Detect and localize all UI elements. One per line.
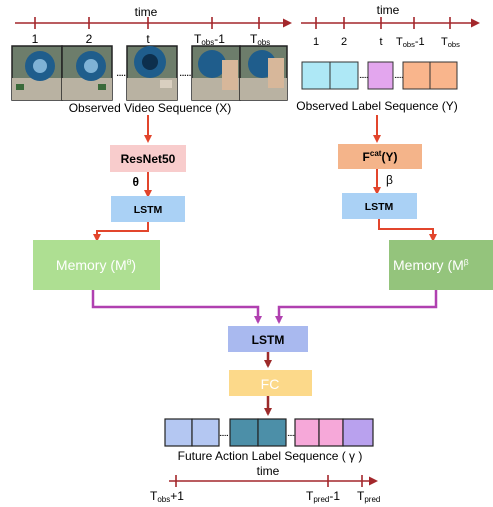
future-tobs-label: Tobs+1: [150, 489, 184, 504]
memory-right-label: Memory (Mβ: [393, 257, 469, 273]
right-timeline: time 1 2 t Tobs-1 Tobs: [301, 3, 480, 49]
fusion-lstm-box: [228, 326, 308, 352]
left-tick-label: t: [146, 32, 150, 46]
right-tobs-label: Tobs: [441, 36, 460, 49]
right-lstm-box: [342, 193, 417, 219]
fcat-label: Fcat(Y): [363, 149, 398, 164]
right-tobs-minus-label: Tobs-1: [396, 36, 425, 49]
right-lstm-label: LSTM: [365, 201, 394, 213]
resnet50-label: ResNet50: [121, 152, 176, 166]
video-frame: [191, 45, 241, 101]
left-time-title: time: [135, 5, 158, 19]
right-tick-label: 1: [313, 36, 319, 48]
future-time-title: time: [257, 464, 280, 478]
video-frame: [11, 45, 63, 101]
right-tick-label: 2: [341, 36, 347, 48]
fc-box: [229, 370, 312, 396]
future-timeline: time Tobs+1 Tpred-1 Tpred: [150, 464, 380, 504]
video-frame: [239, 45, 288, 101]
right-time-title: time: [377, 3, 400, 17]
left-tobs-minus-label: Tobs-1: [194, 32, 225, 47]
left-lstm-label: LSTM: [134, 204, 163, 216]
arrow-memory-right-to-fusion: [275, 290, 438, 324]
arrow-lstm-to-memory-right: [378, 219, 437, 242]
left-tick-label: 1: [32, 32, 39, 46]
video-frame: [126, 45, 178, 101]
memory-left-label: Memory (Mθ): [56, 257, 136, 273]
beta-label: β: [386, 173, 393, 187]
arrow-lstm-to-memory-left: [93, 222, 149, 242]
video-frame: [61, 45, 113, 101]
resnet50-box: [110, 145, 186, 172]
observed-label-strip: ..... .....: [301, 61, 458, 90]
memory-left-box: [33, 240, 160, 290]
future-label-strip: ..... .....: [164, 418, 374, 447]
future-tpred-label: Tpred: [357, 489, 380, 504]
video-caption: Observed Video Sequence (X): [69, 101, 232, 115]
svg-text:.....: .....: [287, 428, 296, 439]
video-ellipsis: ......: [179, 65, 194, 79]
left-tick-label: 2: [86, 32, 93, 46]
fc-label: FC: [261, 376, 280, 392]
fcat-box: [338, 144, 422, 169]
arrow-memory-left-to-fusion: [91, 290, 262, 324]
svg-text:.....: .....: [394, 70, 403, 81]
video-frames: ...... ......: [11, 45, 288, 101]
future-tpred-minus-label: Tpred-1: [306, 489, 340, 504]
svg-text:.....: .....: [219, 428, 228, 439]
right-tick-label: t: [379, 36, 382, 48]
left-timeline: time 1 2 t Tobs-1 Tobs: [15, 5, 292, 47]
label-caption: Observed Label Sequence (Y): [296, 99, 457, 113]
left-lstm-box: [111, 196, 185, 222]
svg-text:.....: .....: [359, 70, 368, 81]
theta-label: θ: [133, 175, 140, 189]
fusion-lstm-label: LSTM: [252, 333, 285, 347]
left-tobs-label: Tobs: [250, 32, 270, 47]
memory-right-box: [389, 240, 493, 290]
future-caption: Future Action Label Sequence ( γ ): [178, 449, 363, 463]
